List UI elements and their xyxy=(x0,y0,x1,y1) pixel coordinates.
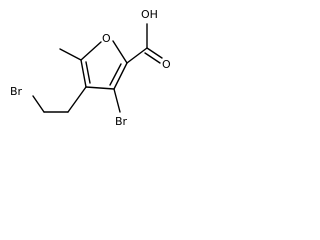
bond-c5-o1 xyxy=(80,41,102,61)
molecule-structure: O OH O Br Br xyxy=(10,8,171,128)
carbonyl-oxygen-label: O xyxy=(162,58,171,71)
bond-ch2-br xyxy=(32,95,45,113)
bond-c2-c3-inner xyxy=(109,63,122,86)
bond-c4-c5-inner xyxy=(85,61,91,84)
chain-bromine-label: Br xyxy=(10,85,23,98)
bond-o1-c2 xyxy=(112,40,128,64)
bond-c2-c3 xyxy=(113,62,128,90)
ring-bromine-label: Br xyxy=(115,115,128,128)
bond-c5-methyl xyxy=(59,48,82,61)
ring-oxygen-label: O xyxy=(102,32,111,45)
bond-carboxyl-c-o-a xyxy=(146,47,163,59)
bond-carboxyl-c-o-b xyxy=(144,52,161,64)
bond-c2-carboxyl-carbon xyxy=(126,47,148,64)
bond-c3-br xyxy=(113,88,121,113)
carboxyl-hydroxyl-label: OH xyxy=(141,8,158,21)
bond-c4-ch2 xyxy=(67,86,87,113)
bond-c3-c4 xyxy=(85,86,115,90)
bond-c4-c5 xyxy=(80,59,87,88)
